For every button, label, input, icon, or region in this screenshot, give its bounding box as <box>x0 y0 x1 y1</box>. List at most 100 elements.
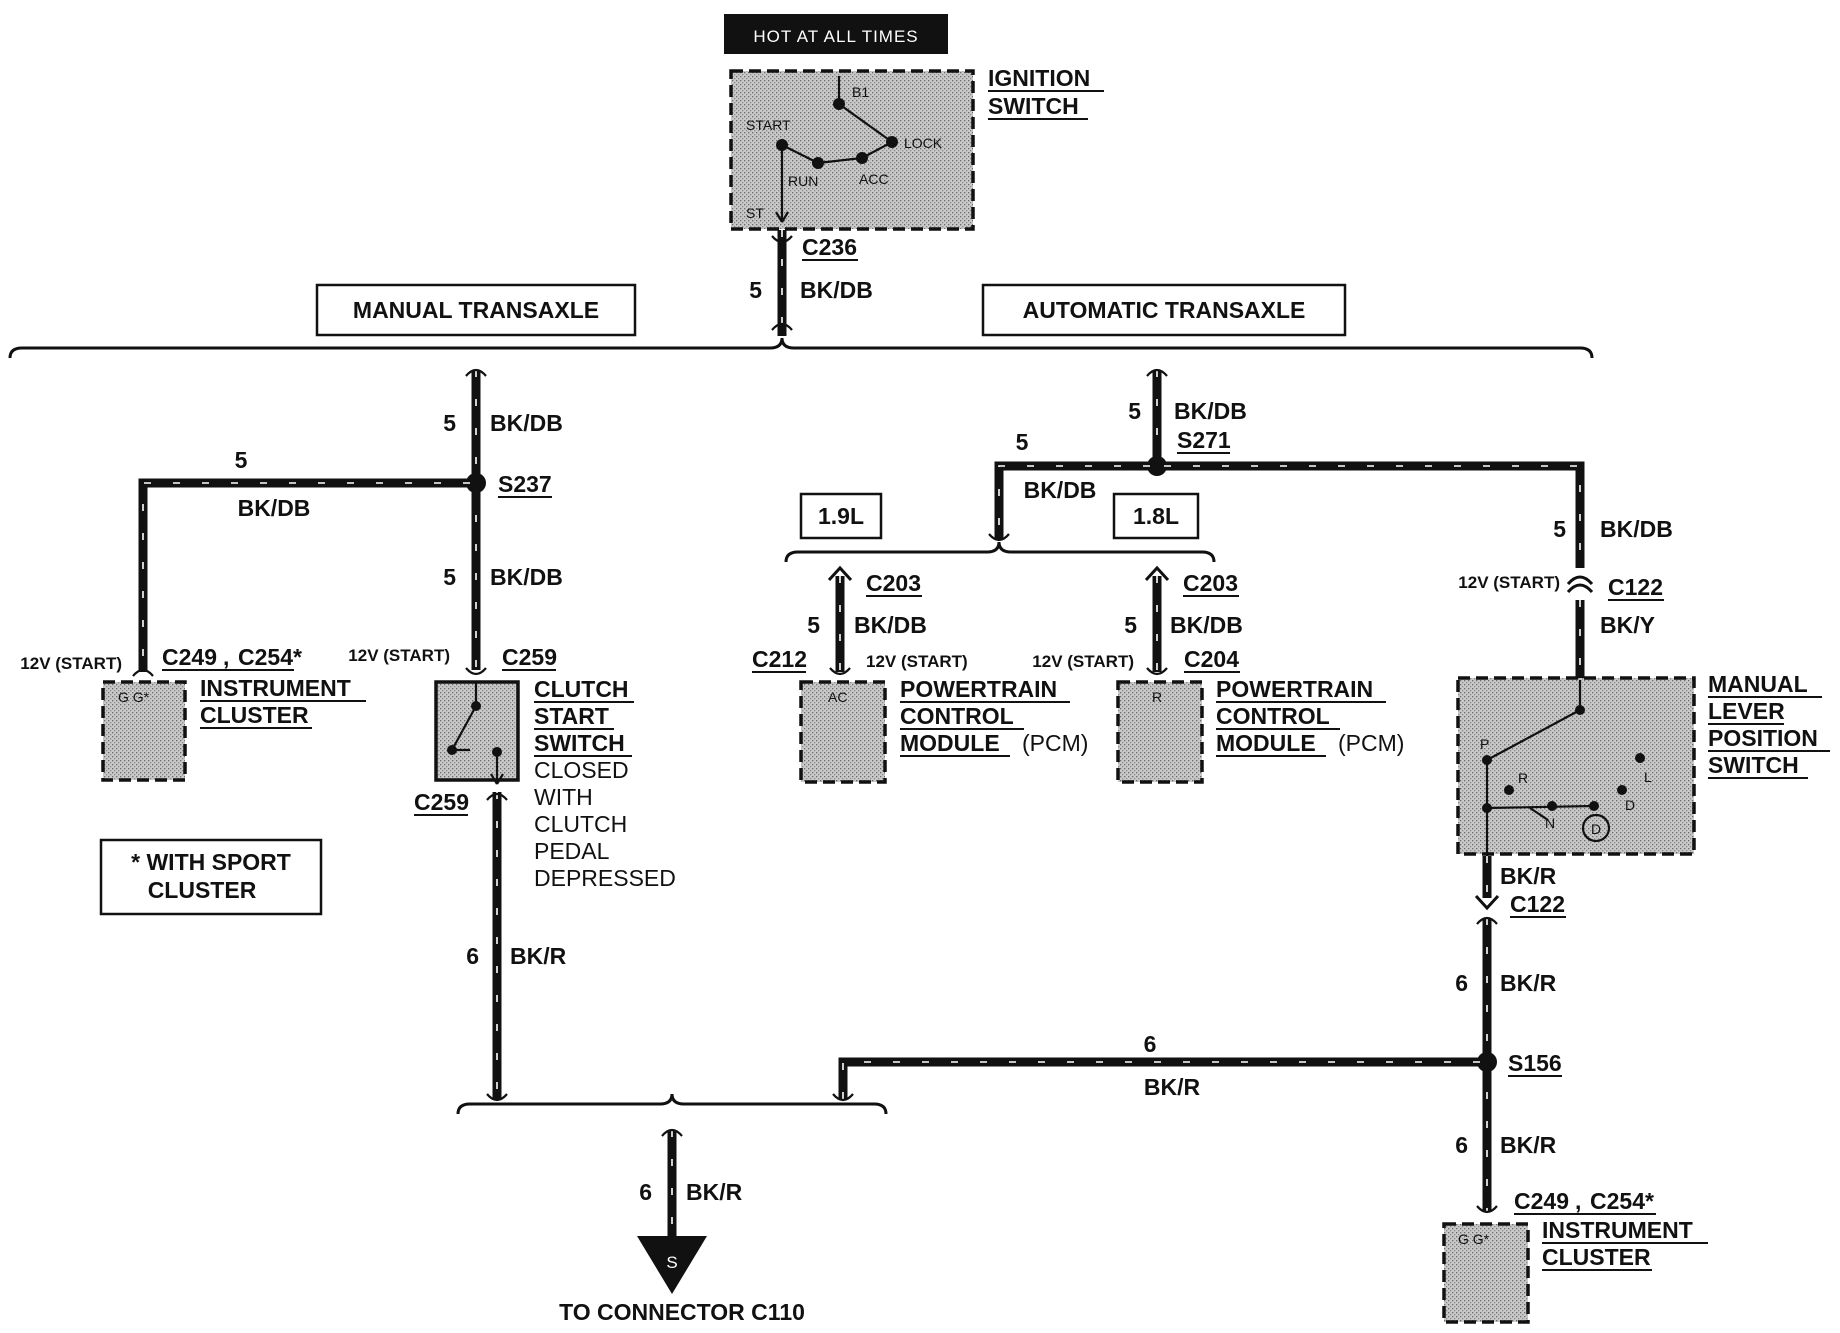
ignition-switch-component <box>729 69 975 231</box>
mlps-name-line2: LEVER <box>1708 698 1785 724</box>
auto-cluster-pins: G G* <box>1458 1231 1490 1247</box>
automatic-feed-color: BK/DB <box>1174 398 1247 424</box>
mlps-out-color: BK/R <box>1500 863 1557 889</box>
mlps-feed-circuit: 5 <box>1553 516 1566 542</box>
pcm-1-9l-name-line1: POWERTRAIN <box>900 676 1057 702</box>
pcm-1-8l-suffix: (PCM) <box>1338 730 1404 756</box>
clutch-connector-bottom: C259 <box>414 789 469 815</box>
pcm-1-9l-name-line3: MODULE <box>900 730 1000 756</box>
s156-cross-wire <box>832 1057 1480 1102</box>
mlps-name-line1: MANUAL <box>1708 671 1808 697</box>
power-source-banner <box>724 14 948 54</box>
auto-cluster-connector-a: C249 <box>1514 1188 1569 1214</box>
auto-cluster-circuit: 6 <box>1455 1132 1468 1158</box>
output-circuit: 6 <box>639 1179 652 1205</box>
manual-cluster-connector-sep: , <box>223 644 229 670</box>
manual-cluster-connector-a: C249 <box>162 644 217 670</box>
mlps-out-circuit: 6 <box>1455 970 1468 996</box>
mlps-pin-l: L <box>1644 769 1652 785</box>
splice-s156 <box>1477 1052 1497 1072</box>
clutch-output-circuit: 6 <box>466 943 479 969</box>
manual-cluster-voltage: 12V (START) <box>20 654 122 673</box>
pcm-1-8l-circuit: 5 <box>1124 612 1137 638</box>
pcm-1-8l-component <box>1116 680 1204 784</box>
output-color: BK/R <box>686 1179 743 1205</box>
splice-s271 <box>1147 456 1167 476</box>
splice-symbol-arrow <box>637 1236 707 1294</box>
mlps-output-wire <box>1474 856 1500 1214</box>
pcm-1-9l-component <box>799 680 887 784</box>
sport-cluster-note-line2: CLUSTER <box>148 877 257 903</box>
auto-cluster-name-line1: INSTRUMENT <box>1542 1217 1693 1243</box>
mlps-name-line4: SWITCH <box>1708 752 1799 778</box>
clutch-switch-note-line4: PEDAL <box>534 838 610 864</box>
output-wire <box>661 1128 683 1236</box>
clutch-switch-note-line5: DEPRESSED <box>534 865 676 891</box>
mlps-pin-d-circle: D <box>1591 821 1601 837</box>
mlps-feed-color: BK/DB <box>1600 516 1673 542</box>
mlps-voltage: 12V (START) <box>1458 573 1560 592</box>
manual-feed-color: BK/DB <box>490 410 563 436</box>
ignition-switch-name-line1: IGNITION <box>988 65 1090 91</box>
splice-s271-label: S271 <box>1177 427 1231 453</box>
pcm-1-9l-connector-side: C212 <box>752 646 807 672</box>
engine-1-8l-box <box>1112 492 1200 540</box>
main-feed-color: BK/DB <box>800 277 873 303</box>
splice-s156-label: S156 <box>1508 1050 1562 1076</box>
mlps-internals <box>1482 680 1645 858</box>
automatic-left-circuit: 5 <box>1016 429 1029 455</box>
mlps-connector-in: C122 <box>1608 574 1663 600</box>
output-merge-brace <box>456 1093 888 1115</box>
clutch-switch-note-line1: CLOSED <box>534 757 629 783</box>
manual-transaxle-label: MANUAL TRANSAXLE <box>353 297 599 323</box>
manual-cluster-connector-b: C254* <box>238 644 302 670</box>
pcm-1-9l-color: BK/DB <box>854 612 927 638</box>
clutch-switch-note-line3: CLUTCH <box>534 811 627 837</box>
manual-left-circuit: 5 <box>235 447 248 473</box>
ignition-pin-st: ST <box>746 205 764 221</box>
mlps-out-wire-color: BK/R <box>1500 970 1557 996</box>
pcm-1-8l-color: BK/DB <box>1170 612 1243 638</box>
pcm-1-8l-name-line2: CONTROL <box>1216 703 1330 729</box>
engine-split-brace <box>784 541 1216 563</box>
manual-down-circuit: 5 <box>443 564 456 590</box>
ignition-pin-run: RUN <box>788 173 818 189</box>
automatic-feed-wire <box>1146 368 1168 466</box>
auto-cluster-connector-b: C254* <box>1590 1188 1654 1214</box>
engine-1-9l-box <box>799 492 883 540</box>
clutch-switch-note-line2: WITH <box>534 784 593 810</box>
manual-left-color: BK/DB <box>238 495 311 521</box>
splice-symbol-letter: S <box>666 1253 677 1272</box>
main-feed-connector: C236 <box>802 234 857 260</box>
power-source-label: HOT AT ALL TIMES <box>753 27 918 46</box>
automatic-transaxle-box <box>981 283 1347 337</box>
clutch-output-color: BK/R <box>510 943 567 969</box>
main-feed-wire <box>771 230 793 336</box>
ignition-switch-internals <box>775 76 898 223</box>
clutch-start-switch-component <box>434 680 520 782</box>
mlps-pin-d: D <box>1625 797 1635 813</box>
mlps-feed-wire <box>1164 461 1594 678</box>
pcm-1-9l-pin: AC <box>828 689 847 705</box>
manual-transaxle-box <box>315 283 637 337</box>
auto-cluster-name-line2: CLUSTER <box>1542 1244 1651 1270</box>
pcm-1-8l-name-line3: MODULE <box>1216 730 1316 756</box>
pcm-1-9l-connector-top: C203 <box>866 570 921 596</box>
clutch-connector-top: C259 <box>502 644 557 670</box>
clutch-switch-name-line3: SWITCH <box>534 730 625 756</box>
clutch-switch-voltage: 12V (START) <box>348 646 450 665</box>
automatic-left-color: BK/DB <box>1024 477 1097 503</box>
clutch-switch-internals <box>447 682 504 785</box>
pcm-1-9l-suffix: (PCM) <box>1022 730 1088 756</box>
manual-cluster-pins: G G* <box>118 689 150 705</box>
engine-1-8l-label: 1.8L <box>1133 503 1179 529</box>
clutch-switch-name-line1: CLUTCH <box>534 676 629 702</box>
transaxle-split-brace <box>8 337 1594 359</box>
ignition-pin-b1: B1 <box>852 84 869 100</box>
mlps-pin-n: N <box>1545 815 1555 831</box>
ignition-pin-start: START <box>746 117 791 133</box>
splice-s237-label: S237 <box>498 471 552 497</box>
manual-down-color: BK/DB <box>490 564 563 590</box>
automatic-feed-circuit: 5 <box>1128 398 1141 424</box>
